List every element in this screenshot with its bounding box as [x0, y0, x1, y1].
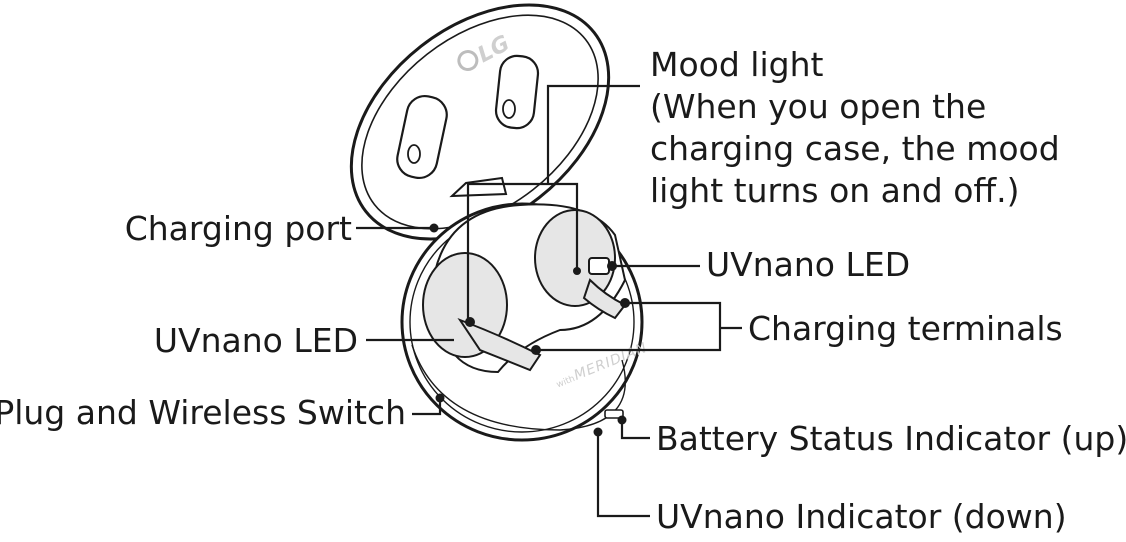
uvnano-led-right-label: UVnano LED	[706, 245, 910, 284]
uvnano-led-window-right	[588, 257, 610, 275]
battery-status-indicator-label: Battery Status Indicator (up)	[656, 419, 1126, 458]
case-body: with MERIDIAN	[400, 202, 650, 442]
leader-lines	[356, 84, 742, 518]
pointer-dots	[429, 223, 630, 437]
mood-light-note-line1: (When you open the	[650, 87, 986, 126]
mood-light-title: Mood light	[650, 45, 823, 84]
mood-light-note-line3: light turns on and off.)	[650, 171, 1020, 210]
earbud-right	[534, 209, 616, 307]
charging-port-label: Charging port	[125, 209, 352, 248]
lid-pocket-right	[494, 54, 540, 130]
uvnano-indicator-label: UVnano Indicator (down)	[656, 497, 1067, 536]
charging-terminals-label: Charging terminals	[748, 309, 1063, 348]
case-lid: LG	[349, 3, 611, 241]
lid-pocket-left	[396, 94, 448, 180]
mood-light-note-line2: charging case, the mood	[650, 129, 1060, 168]
labels: Mood light (When you open the charging c…	[0, 45, 1126, 536]
plug-wireless-switch-label: Plug and Wireless Switch	[0, 393, 406, 432]
uvnano-led-left-label: UVnano LED	[154, 321, 358, 360]
